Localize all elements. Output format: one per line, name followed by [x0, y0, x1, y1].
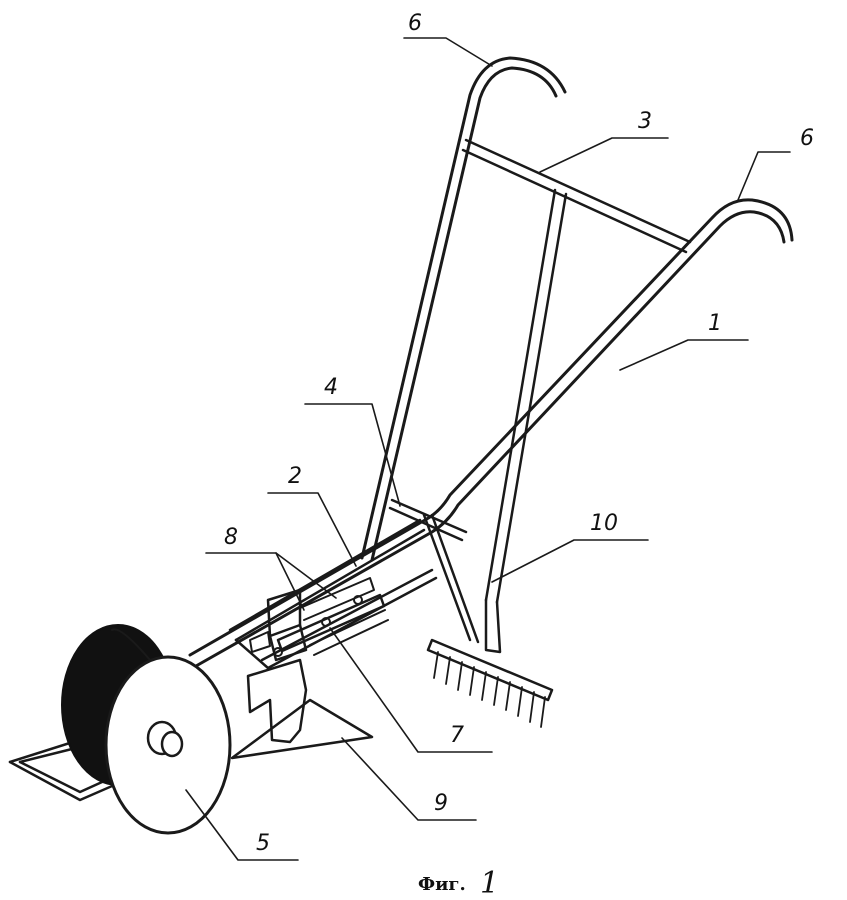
- label-1: 1: [708, 311, 722, 336]
- wheel: [61, 624, 232, 835]
- label-10: 10: [590, 511, 618, 536]
- label-7: 7: [450, 723, 464, 748]
- label-6-right: 6: [800, 126, 814, 151]
- left-handle: [360, 56, 567, 562]
- label-8: 8: [224, 525, 238, 550]
- label-3: 3: [638, 109, 652, 134]
- leader-lines: [185, 37, 791, 861]
- label-9: 9: [434, 791, 448, 816]
- rake: [426, 638, 554, 728]
- top-crossbar: [461, 138, 692, 254]
- label-4: 4: [324, 375, 338, 400]
- label-5: 5: [256, 831, 270, 856]
- figure-caption-prefix: Фиг.: [418, 874, 466, 895]
- inner-frame: [228, 518, 438, 670]
- seeding-mechanism: [249, 577, 389, 662]
- lower-crossbar: [388, 498, 480, 644]
- furrow-opener: [230, 658, 374, 760]
- rear-strut: [484, 188, 568, 654]
- label-2: 2: [288, 464, 302, 489]
- label-6-left: 6: [408, 11, 422, 36]
- figure-caption-number: 1: [480, 866, 499, 900]
